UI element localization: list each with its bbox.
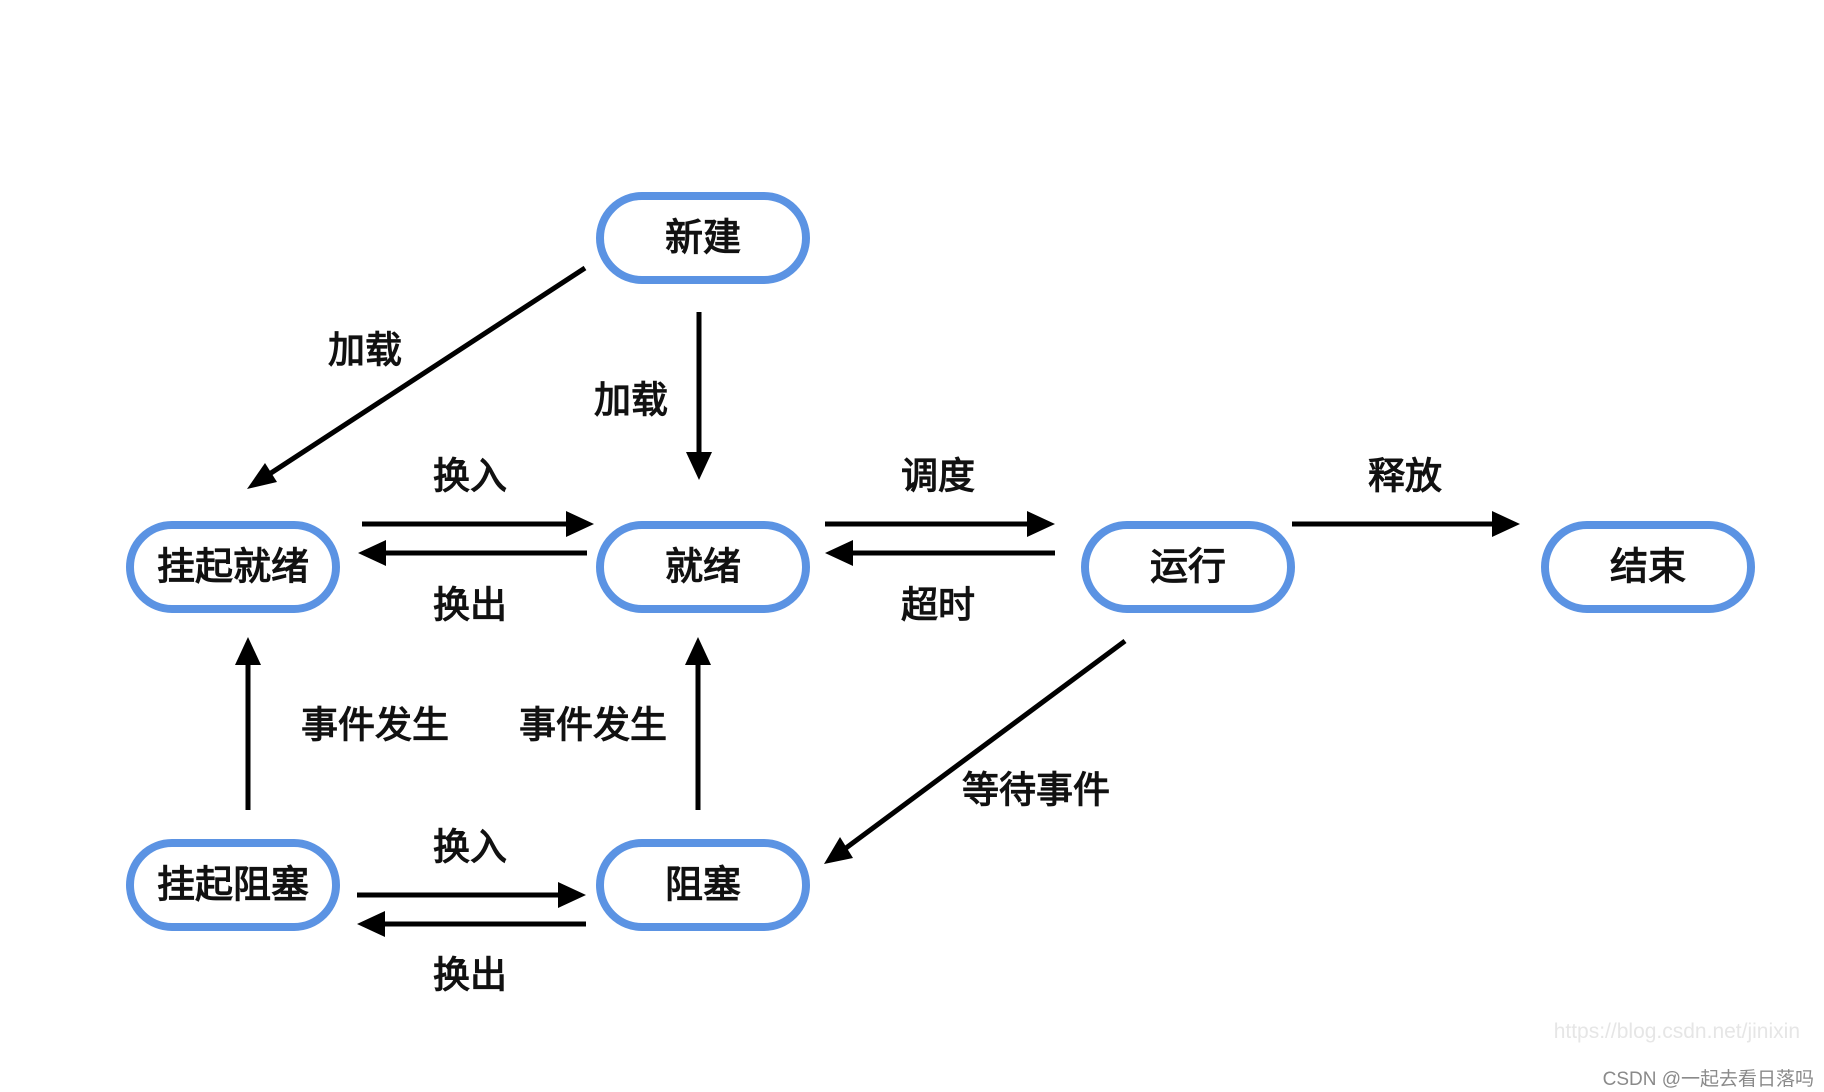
edge-label-blocked-to-ready: 事件发生	[519, 704, 667, 747]
node-ready-label: 就绪	[665, 545, 741, 589]
node-new-label: 新建	[665, 216, 741, 260]
node-blocked-label: 阻塞	[665, 863, 741, 907]
node-terminated: 结束	[1541, 521, 1755, 613]
node-blocked: 阻塞	[596, 839, 810, 931]
node-suspended-blocked: 挂起阻塞	[126, 839, 340, 931]
edge-blocked-to-suspended-blocked	[357, 911, 586, 937]
node-new: 新建	[596, 192, 810, 284]
edge-suspended-blocked-to-suspended-ready	[235, 637, 261, 810]
edge-label-new-to-ready: 加载	[594, 379, 668, 422]
node-ready: 就绪	[596, 521, 810, 613]
edge-new-to-suspended-ready	[247, 265, 587, 489]
edge-ready-to-running	[825, 511, 1055, 537]
edge-label-running-to-ready: 超时	[901, 584, 975, 627]
edge-label-running-to-terminated: 释放	[1368, 455, 1442, 498]
node-suspended-blocked-label: 挂起阻塞	[157, 863, 309, 907]
edge-label-ready-to-suspended-ready: 换出	[433, 584, 507, 627]
node-running: 运行	[1081, 521, 1295, 613]
edge-blocked-to-ready	[685, 637, 711, 810]
edge-running-to-terminated	[1292, 511, 1520, 537]
node-terminated-label: 结束	[1610, 545, 1686, 589]
edge-label-ready-to-running: 调度	[901, 455, 975, 498]
edge-running-to-blocked	[824, 638, 1127, 864]
edge-label-running-to-blocked: 等待事件	[962, 769, 1110, 812]
node-suspended-ready-label: 挂起就绪	[157, 545, 309, 589]
edge-label-new-to-suspended-ready: 加载	[328, 329, 402, 372]
node-suspended-ready: 挂起就绪	[126, 521, 340, 613]
edge-label-suspended-ready-to-ready: 换入	[433, 455, 507, 498]
node-running-label: 运行	[1150, 545, 1226, 589]
edge-suspended-blocked-to-blocked	[357, 882, 586, 908]
edge-label-suspended-blocked-to-blocked: 换入	[433, 826, 507, 869]
edge-ready-to-suspended-ready	[358, 540, 587, 566]
watermark-url: https://blog.csdn.net/jinixin	[1553, 1020, 1800, 1043]
edge-running-to-ready	[825, 540, 1055, 566]
edge-label-blocked-to-suspended-blocked: 换出	[433, 954, 507, 997]
edge-label-suspended-blocked-to-suspended-ready: 事件发生	[301, 704, 449, 747]
watermark-credit: CSDN @一起去看日落吗	[1602, 1069, 1814, 1090]
edge-suspended-ready-to-ready	[362, 511, 594, 537]
edge-new-to-ready	[686, 312, 712, 480]
